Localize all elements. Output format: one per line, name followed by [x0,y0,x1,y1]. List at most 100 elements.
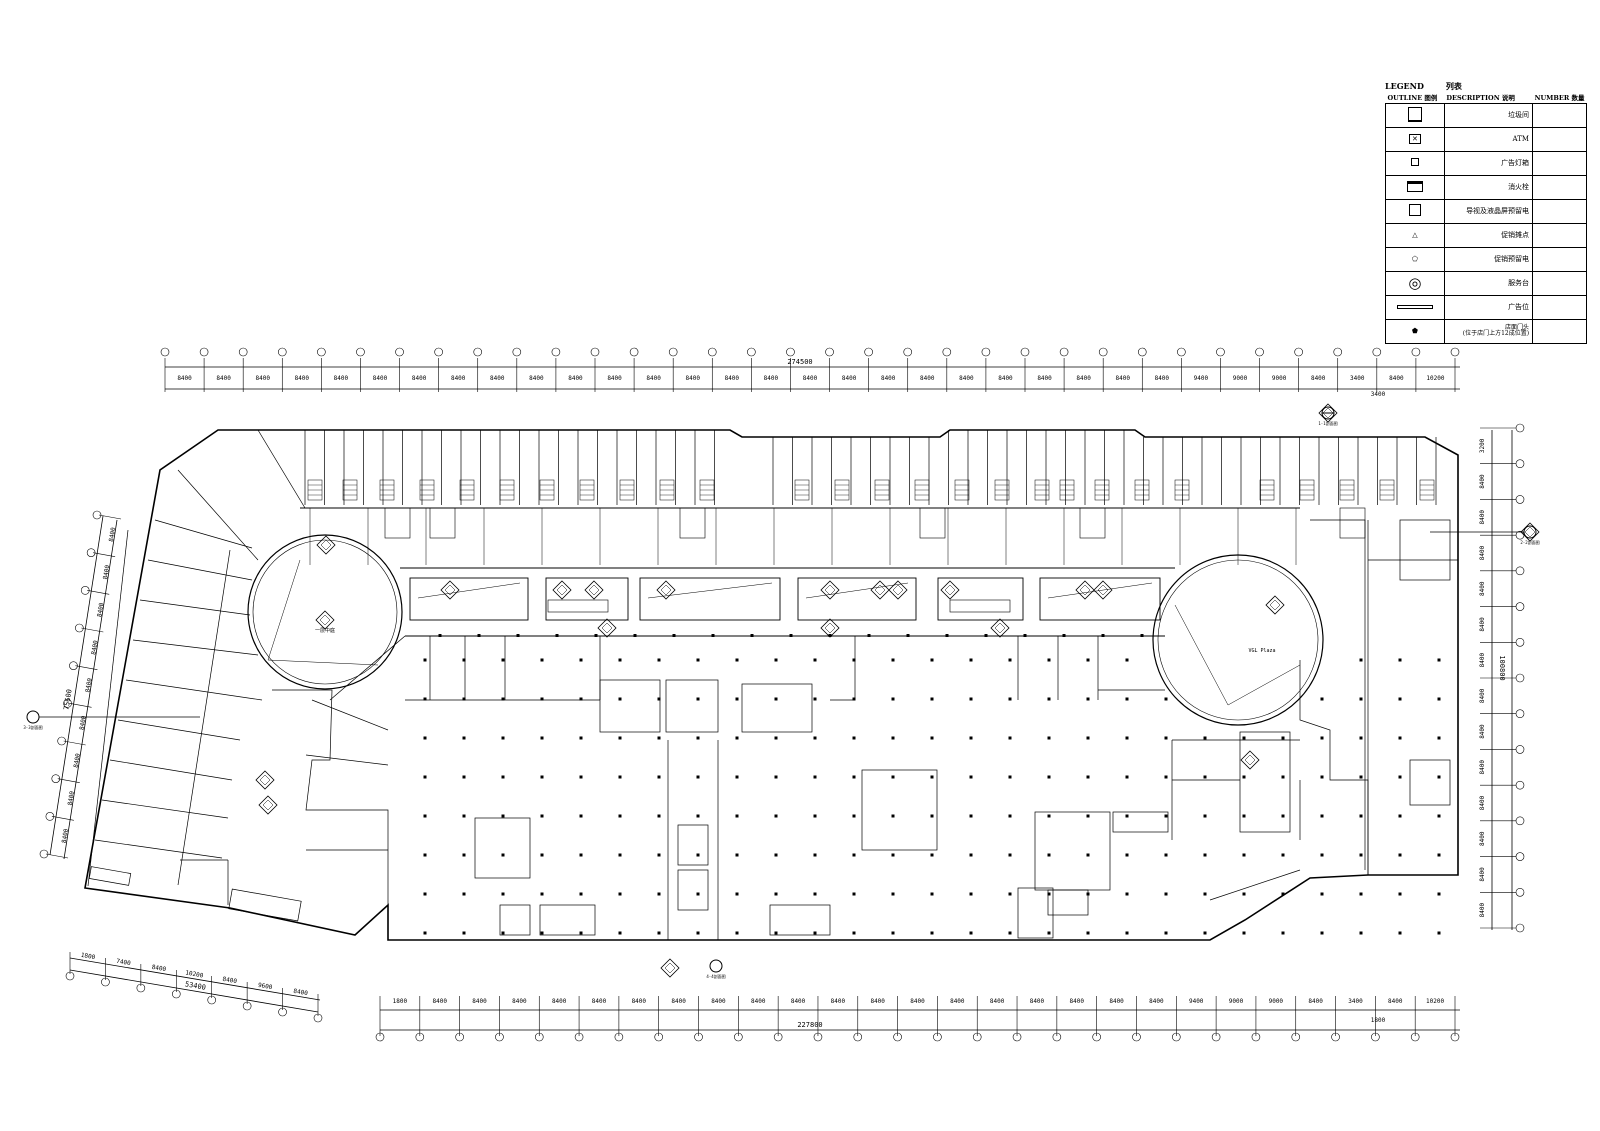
grid-bubble [1515,602,1525,611]
dimension-tick [69,703,92,708]
kiosk-diamond-inner [660,584,672,596]
kiosk-diamond [870,580,890,600]
column [501,931,505,935]
column [1203,853,1207,857]
column [618,697,622,701]
column [501,736,505,740]
dimension-value: 8400 [607,375,622,382]
dimension-value: 8400 [552,998,567,1005]
dimension-value: 8400 [1479,795,1486,810]
column [1008,697,1012,701]
grid-bubble [534,1032,544,1042]
dimension-value: 8400 [751,998,766,1005]
kiosk-diamond-inner [994,622,1006,634]
grid-bubble [57,736,66,746]
column [1086,775,1090,779]
dimension-tick [51,816,74,821]
grid-bubble [773,1032,783,1042]
column [1398,931,1402,935]
column [930,658,934,662]
column [657,853,661,857]
grid-bubble [864,347,873,357]
dimension-value: 10200 [1426,998,1444,1005]
dimension-value: 9400 [1189,998,1204,1005]
column [1281,736,1285,740]
column [696,697,700,701]
column [618,736,622,740]
column [1164,931,1168,935]
column [1047,775,1051,779]
column [1125,775,1129,779]
grid-bubble [668,347,678,357]
grid-bubble [1291,1032,1301,1042]
dimension-tick [57,778,80,783]
dimension-value: 8400 [84,677,93,693]
column [891,775,895,779]
column [711,634,715,637]
column [1047,697,1051,701]
dimension-value: 8400 [791,998,806,1005]
column [891,814,895,818]
column [423,775,427,779]
stair-core [1079,507,1106,539]
main-floor [329,519,1458,940]
column [462,697,466,701]
grid-bubble [277,347,287,357]
column [813,697,817,701]
dimension-value: 8400 [1479,653,1486,668]
kiosk-diamond-inner [262,799,274,811]
dimension-value: 8400 [1479,831,1486,846]
grid-bubble [92,510,102,520]
column [657,892,661,896]
right-total-dimension: 100800 [1498,655,1506,680]
dimension-value: 8400 [1479,760,1486,775]
column [867,634,871,637]
grid-bubble [455,1032,464,1042]
column [657,814,661,818]
kiosk-diamond-inner [874,584,886,596]
column [930,853,934,857]
legend-table: LEGEND 列表 OUTLINE 图例 DESCRIPTION 说明 NUMB… [1385,82,1587,344]
column [1164,697,1168,701]
grid-bubble [1255,347,1264,357]
grid-bubble [903,347,913,357]
column [540,892,544,896]
column [1281,814,1285,818]
column [969,775,973,779]
dimension-value: 8400 [1037,375,1052,382]
column [774,931,778,935]
top-shop-row [304,430,1437,565]
column [1437,658,1441,662]
column [1125,736,1129,740]
column [774,775,778,779]
fire-hydrant-icon [1406,180,1423,192]
kiosk-symbols [255,403,1540,978]
column [696,892,700,896]
column [1086,814,1090,818]
dimension-tick [45,853,69,859]
column [1359,658,1363,662]
dimension-value: 3400 [1350,375,1365,382]
grid-bubble [1372,347,1382,357]
column [1008,814,1012,818]
column [1047,736,1051,740]
column [1320,697,1324,701]
legend-desc: 消火栓 [1443,174,1534,200]
column [618,931,622,935]
kiosk-diamond [1265,595,1285,615]
dimension-value: 8400 [842,375,857,382]
kiosk-diamond [820,618,840,638]
column [618,775,622,779]
legend-desc: 广告位 [1443,294,1534,320]
dimension-value: 8400 [216,375,231,382]
stair-core [384,507,411,539]
kiosk-diamond [597,618,617,638]
column [735,736,739,740]
grid-bubble [313,1013,323,1023]
dimension-value: 8400 [1479,545,1486,560]
dimension-value: 8400 [108,527,117,543]
grid-bubble [473,347,483,357]
column [1140,634,1144,637]
column [1203,736,1207,740]
column [501,892,505,896]
